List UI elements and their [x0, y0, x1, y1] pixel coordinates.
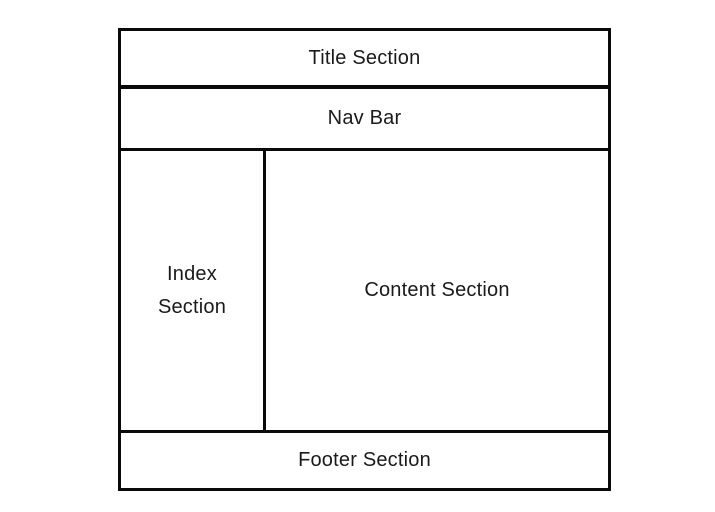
wireframe-outer-box: Title Section Nav Bar Index Section Cont… [118, 28, 611, 491]
index-section: Index Section [121, 151, 266, 430]
index-section-label: Index Section [157, 262, 227, 318]
content-section-label: Content Section [364, 279, 510, 301]
footer-section: Footer Section [121, 433, 608, 488]
content-section: Content Section [266, 151, 608, 430]
nav-bar-label: Nav Bar [327, 107, 402, 129]
footer-section-label: Footer Section [298, 449, 431, 471]
title-section-label: Title Section [308, 46, 421, 69]
title-section: Title Section [121, 31, 608, 89]
middle-row: Index Section Content Section [121, 151, 608, 433]
nav-bar-section: Nav Bar [121, 89, 608, 151]
